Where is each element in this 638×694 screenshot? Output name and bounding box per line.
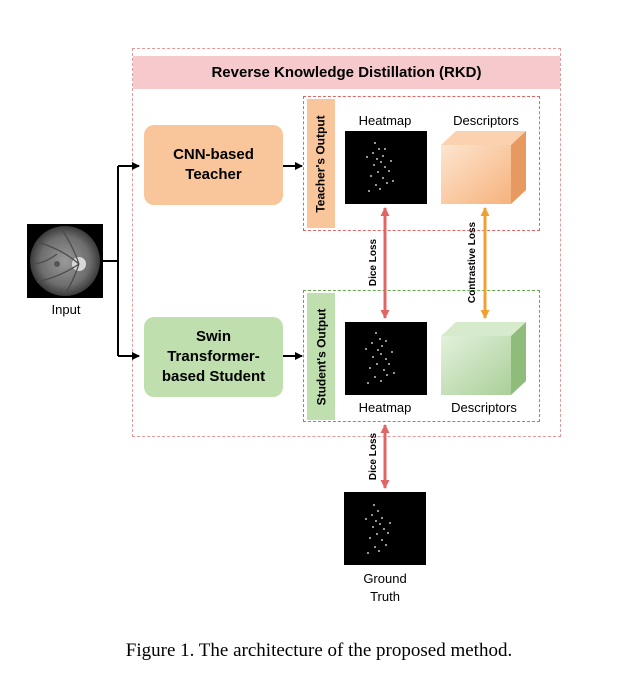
input-fundus-image (27, 224, 103, 298)
dice-loss-label-2-wrap: Dice Loss (344, 432, 404, 479)
student-output-bar: Student's Output (307, 293, 335, 420)
teacher-line1: CNN-based (173, 146, 254, 163)
heatmap-label-top: Heatmap (358, 113, 412, 128)
contrastive-loss-label-wrap: Contrastive Loss (428, 221, 518, 302)
dice-loss-label-1-wrap: Dice Loss (344, 238, 404, 285)
teacher-heatmap (345, 131, 427, 204)
student-line2: Transformer- (167, 348, 260, 365)
dice-loss-label-2: Dice Loss (368, 432, 380, 480)
student-heatmap-points (365, 332, 395, 384)
teacher-output-label: Teacher's Output (314, 114, 328, 213)
student-heatmap (345, 322, 427, 395)
input-label: Input (51, 302, 81, 317)
figure-caption: Figure 1. The architecture of the propos… (125, 640, 513, 661)
cnn-teacher-box: CNN-based Teacher (144, 125, 283, 205)
swin-student-box: Swin Transformer- based Student (144, 317, 283, 397)
ground-truth-heatmap (344, 492, 426, 565)
rkd-title-text: Reverse Knowledge Distillation (RKD) (211, 64, 482, 81)
student-line3: based Student (161, 368, 266, 385)
rkd-title: Reverse Knowledge Distillation (RKD) (133, 56, 560, 89)
ground-truth-label: Ground Truth (344, 570, 426, 606)
contrastive-loss-label: Contrastive Loss (467, 221, 479, 303)
dice-loss-label-1: Dice Loss (368, 238, 380, 286)
teacher-heatmap-points (366, 142, 394, 192)
descriptors-label-top: Descriptors (453, 113, 519, 128)
ground-truth-line2: Truth (370, 589, 400, 604)
student-output-label: Student's Output (314, 308, 328, 405)
teacher-line2: Teacher (185, 166, 242, 183)
ground-truth-line1: Ground (363, 571, 407, 586)
teacher-output-bar: Teacher's Output (307, 99, 335, 228)
ground-truth-points (365, 504, 391, 554)
student-line1: Swin (195, 328, 231, 345)
descriptors-label-bottom: Descriptors (451, 400, 517, 415)
rkd-frame (132, 48, 561, 437)
student-output-frame (303, 290, 540, 422)
heatmap-label-bottom: Heatmap (358, 400, 412, 415)
teacher-output-frame (303, 96, 540, 231)
